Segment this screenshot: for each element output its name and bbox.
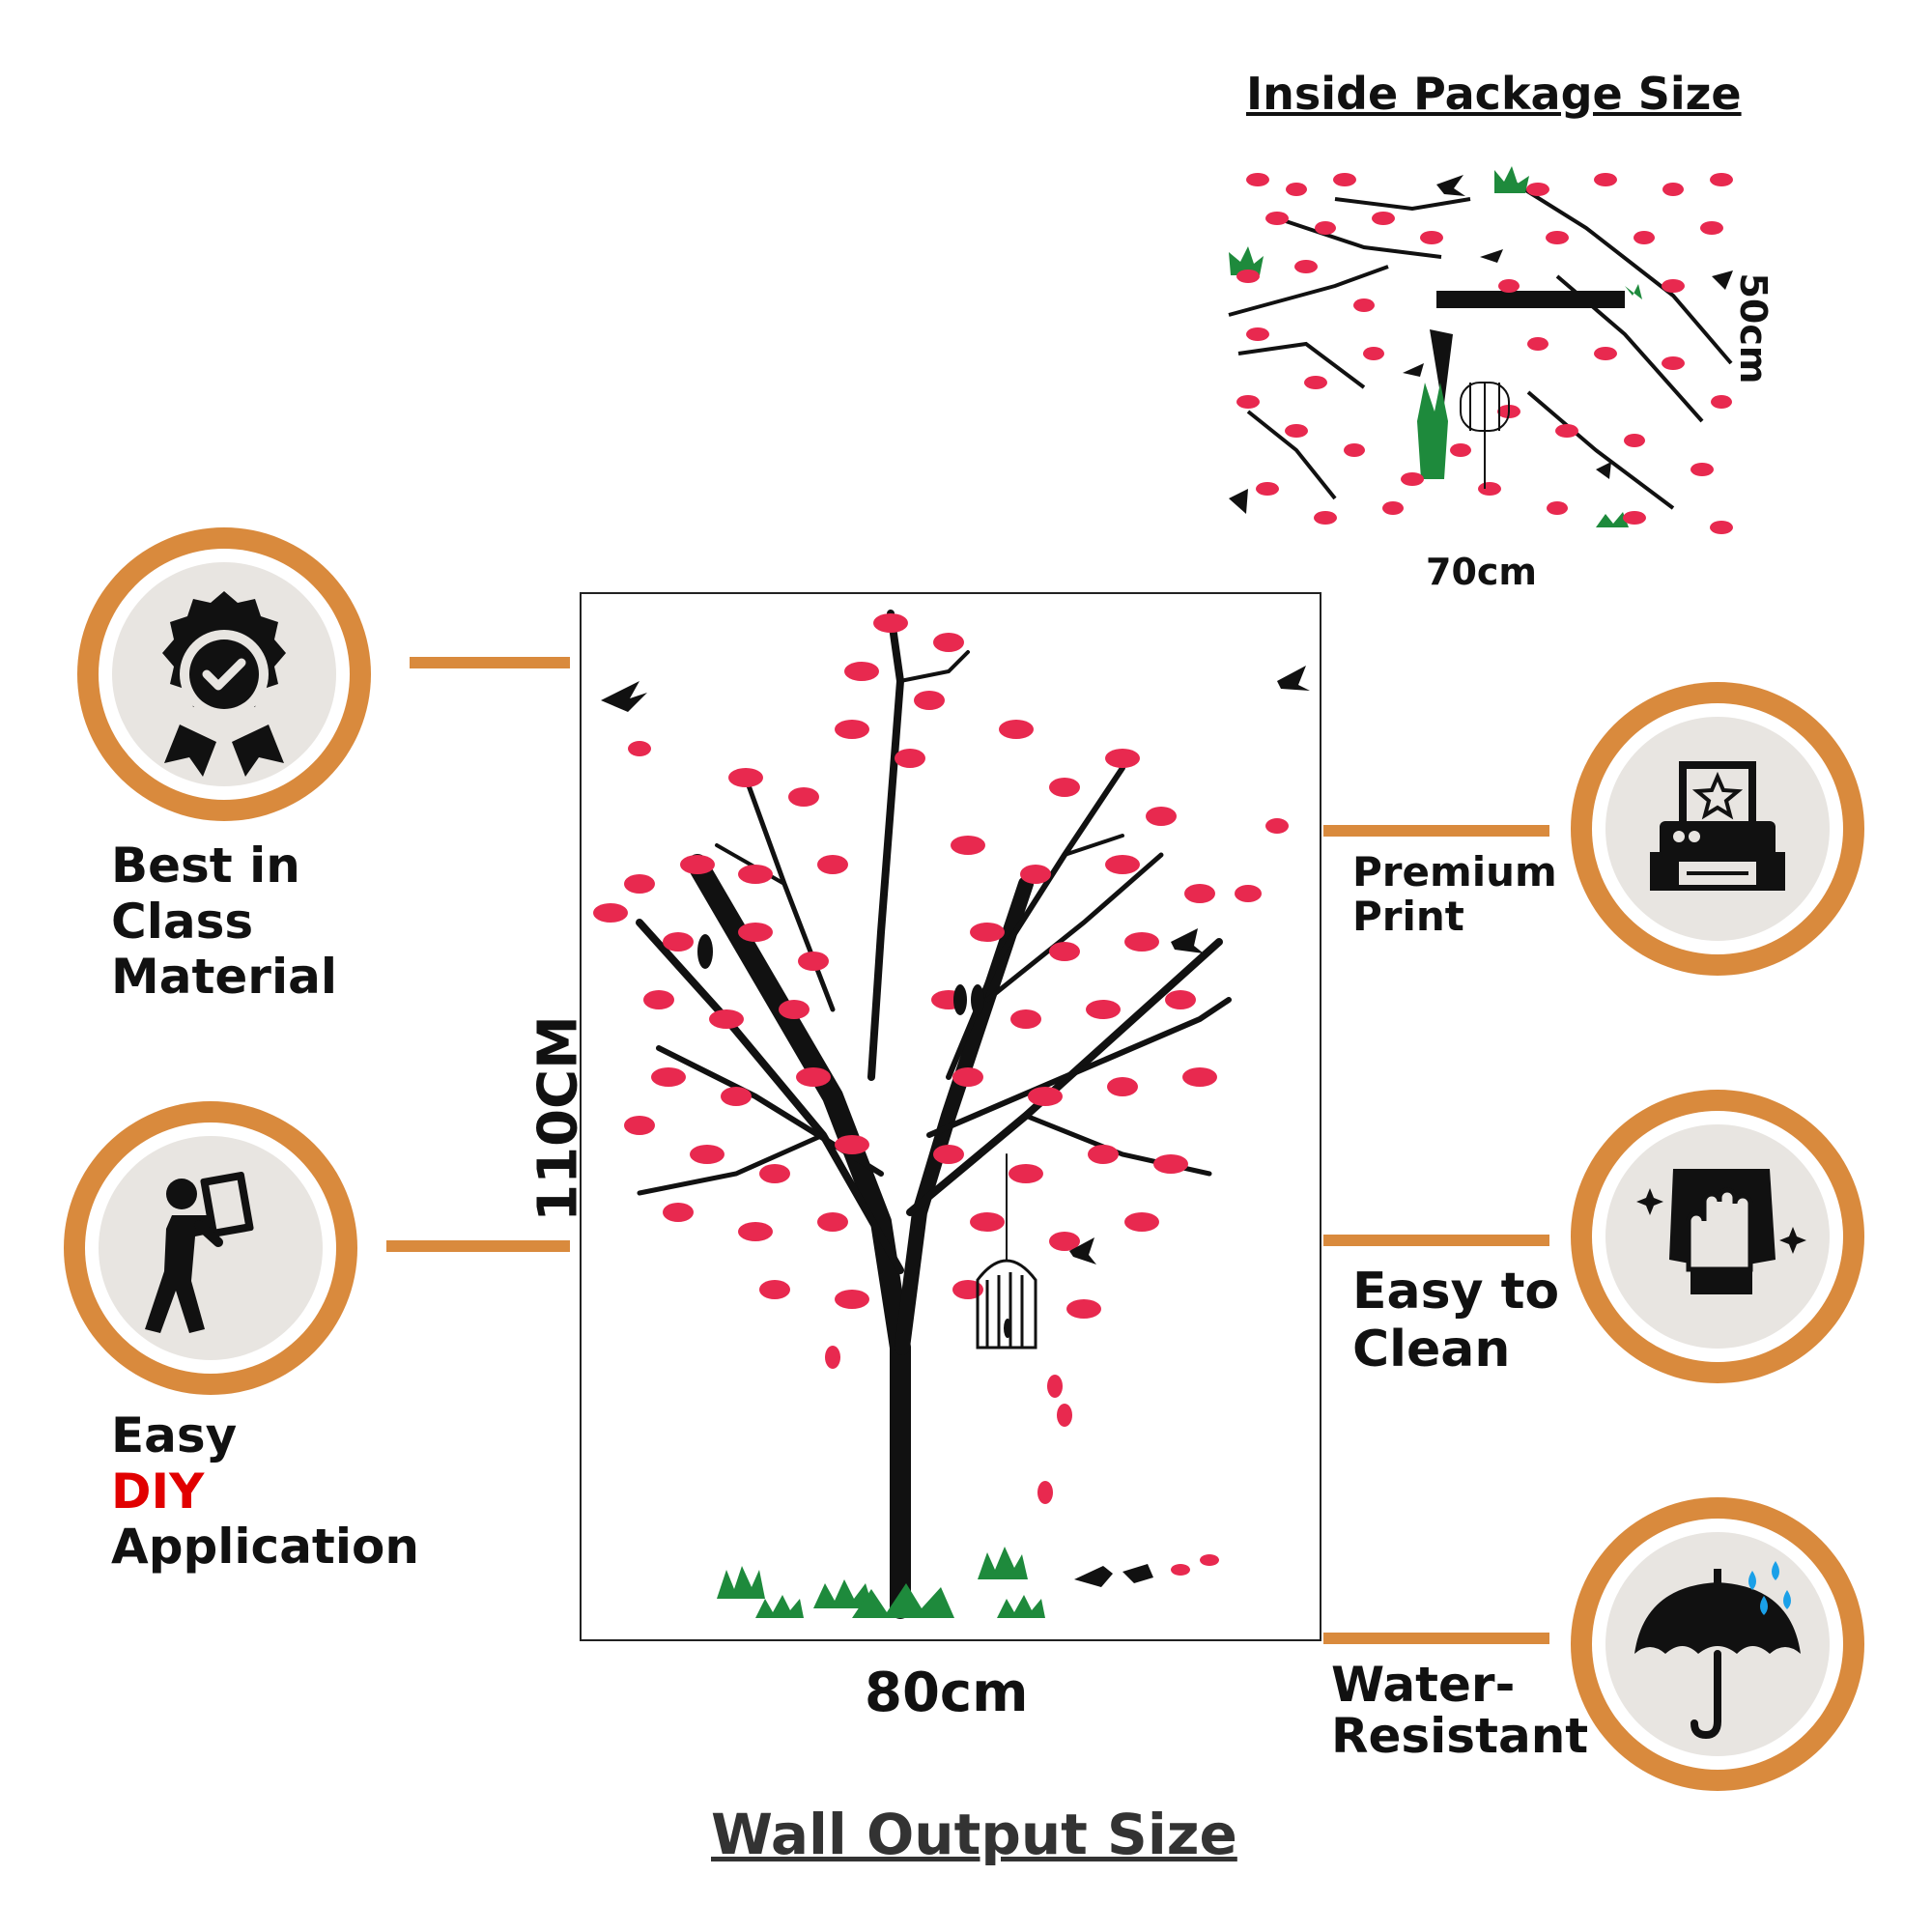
connector-clean [1323, 1235, 1549, 1246]
clean-badge [1571, 1090, 1864, 1383]
connector-diy [386, 1240, 570, 1252]
material-label: Best in Class Material [111, 838, 337, 1006]
water-line2: Resistant [1331, 1707, 1589, 1764]
umbrella-rain-icon [1634, 1561, 1801, 1740]
clean-label: Easy to Clean [1352, 1263, 1560, 1379]
print-line2: Print [1352, 893, 1464, 941]
award-badge-icon [162, 591, 286, 777]
package-width-label: 70cm [1426, 551, 1538, 593]
package-sheet-illustration [1219, 160, 1747, 543]
connector-material [410, 657, 570, 668]
diy-line3: Application [111, 1519, 419, 1575]
wall-output-title: Wall Output Size [711, 1802, 1237, 1867]
diy-badge [64, 1101, 357, 1395]
printer-icon [1650, 761, 1785, 891]
diy-line1: Easy [111, 1407, 238, 1463]
material-badge [77, 527, 371, 821]
water-badge [1571, 1497, 1864, 1791]
wall-output-frame [580, 592, 1321, 1641]
tree-illustration [593, 610, 1310, 1619]
wall-width-label: 80cm [865, 1662, 1029, 1724]
package-title: Inside Package Size [1246, 68, 1742, 120]
cleaning-cloth-icon [1636, 1169, 1806, 1294]
diy-label: Easy DIY Application [111, 1407, 419, 1576]
print-label: Premium Print [1352, 848, 1557, 941]
clean-line2: Clean [1352, 1320, 1511, 1378]
package-sheet-art [1228, 166, 1733, 534]
water-label: Water- Resistant [1331, 1660, 1588, 1761]
clean-line1: Easy to [1352, 1263, 1560, 1321]
material-line1: Best in [111, 838, 300, 894]
diy-line2: DIY [111, 1463, 205, 1520]
material-line2: Class [111, 893, 254, 950]
connector-water [1323, 1633, 1549, 1644]
package-height-label: 50cm [1732, 272, 1775, 384]
wall-height-label: 110CM [526, 1015, 590, 1222]
water-line1: Water- [1331, 1657, 1516, 1713]
material-line3: Material [111, 949, 337, 1005]
print-line1: Premium [1352, 848, 1557, 895]
connector-print [1323, 825, 1549, 837]
print-badge [1571, 682, 1864, 976]
person-carrying-panel-icon [145, 1171, 254, 1333]
